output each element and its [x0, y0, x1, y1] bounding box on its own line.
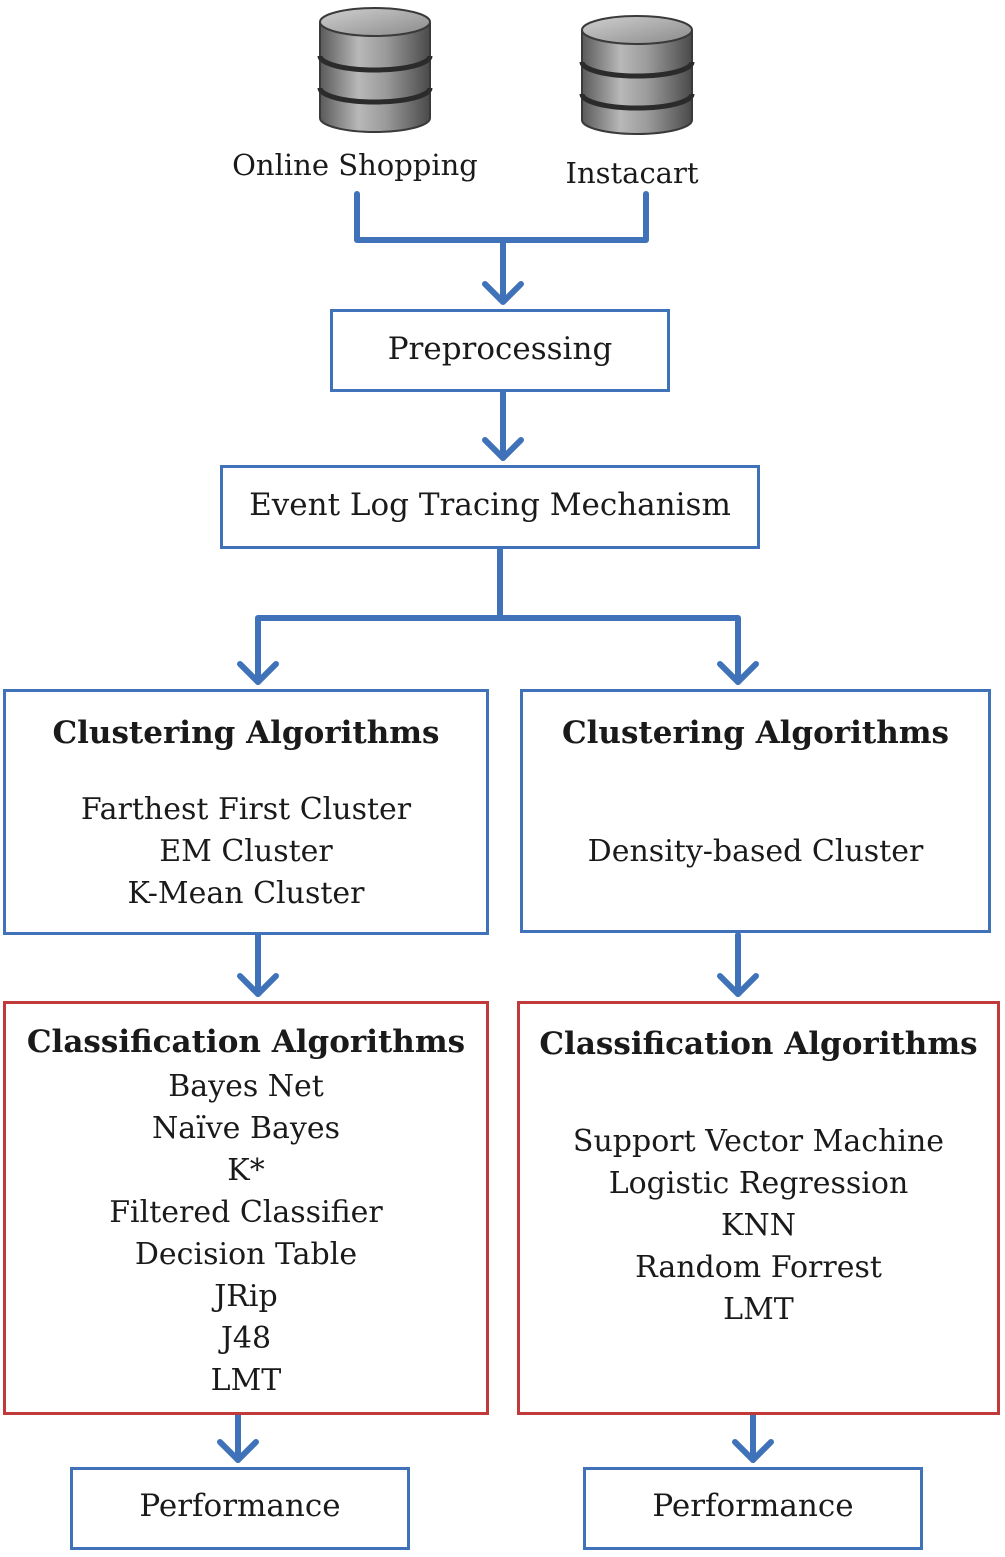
list-item: JRip [214, 1279, 278, 1314]
left-classification-title: Classification Algorithms [26, 1024, 466, 1060]
right-performance-box: Performance [583, 1467, 923, 1550]
right-clustering-list: Density-based Cluster [523, 831, 988, 873]
left-performance-box: Performance [70, 1467, 410, 1550]
right-classification-box: Classification Algorithms Support Vector… [517, 1001, 1000, 1415]
list-item: K-Mean Cluster [127, 876, 365, 911]
list-item: EM Cluster [159, 834, 333, 869]
preprocessing-box: Preprocessing [330, 309, 670, 392]
left-clustering-box: Clustering Algorithms Farthest First Clu… [3, 689, 489, 935]
right-performance-label: Performance [652, 1488, 854, 1524]
event-log-label: Event Log Tracing Mechanism [249, 487, 731, 523]
list-item: Random Forrest [635, 1250, 882, 1285]
database-icon [579, 15, 695, 135]
source-label-instacart: Instacart [565, 156, 699, 190]
right-classification-title: Classification Algorithms [539, 1026, 978, 1062]
left-performance-label: Performance [139, 1488, 341, 1524]
list-item: Support Vector Machine [572, 1124, 945, 1159]
list-item: Bayes Net [168, 1069, 324, 1104]
event-log-box: Event Log Tracing Mechanism [220, 465, 760, 549]
list-item: Filtered Classifier [109, 1195, 383, 1230]
left-classification-list: Bayes Net Naïve Bayes K* Filtered Classi… [6, 1066, 486, 1402]
right-clustering-title: Clustering Algorithms [561, 715, 949, 751]
list-item: Naïve Bayes [152, 1111, 340, 1146]
right-clustering-box: Clustering Algorithms Density-based Clus… [520, 689, 991, 933]
list-item: Decision Table [134, 1237, 358, 1272]
left-clustering-list: Farthest First Cluster EM Cluster K-Mean… [6, 789, 486, 915]
left-classification-box: Classification Algorithms Bayes Net Naïv… [3, 1001, 489, 1415]
left-clustering-title: Clustering Algorithms [52, 715, 440, 751]
preprocessing-label: Preprocessing [387, 331, 613, 367]
list-item: LMT [723, 1292, 794, 1327]
list-item: KNN [721, 1208, 796, 1243]
list-item: Farthest First Cluster [80, 792, 412, 827]
list-item: Logistic Regression [608, 1166, 909, 1201]
right-classification-list: Support Vector Machine Logistic Regressi… [520, 1121, 997, 1331]
list-item: K* [227, 1153, 265, 1188]
list-item: Density-based Cluster [587, 834, 924, 869]
database-icon [317, 7, 433, 133]
source-label-online-shopping: Online Shopping [232, 148, 478, 182]
list-item: LMT [210, 1363, 282, 1398]
list-item: J48 [220, 1321, 272, 1356]
